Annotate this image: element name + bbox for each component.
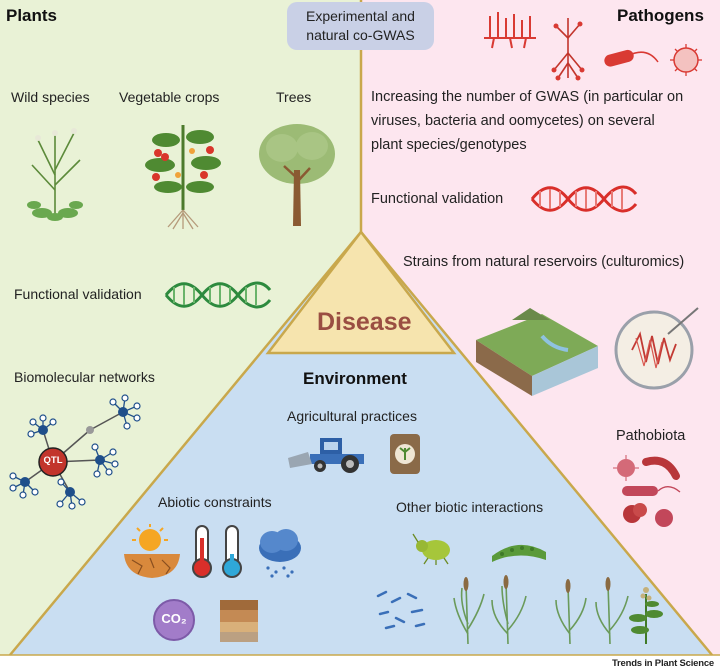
other-biotic-interactions-label: Other biotic interactions: [396, 499, 544, 515]
dna-red-icon: [530, 185, 638, 213]
strains-label: Strains from natural reservoirs (culturo…: [403, 254, 685, 270]
badge-line-2: natural co-GWAS: [306, 27, 415, 43]
biomolecular-networks-label: Biomolecular networks: [14, 369, 155, 385]
petri-dish-icon: [614, 307, 699, 390]
journal-footer: Trends in Plant Science: [611, 658, 714, 669]
agricultural-practices-label: Agricultural practices: [287, 408, 417, 424]
wild-plant-icon: [27, 128, 83, 221]
pathogens-text-line-3: plant species/genotypes: [371, 137, 527, 153]
tractor-icon: [288, 438, 364, 473]
abiotic-constraints-label: Abiotic constraints: [158, 494, 272, 510]
pathogens-title: Pathogens: [617, 6, 704, 25]
label-trees: Trees: [276, 89, 312, 105]
thermometers-icon: [192, 525, 242, 578]
pathogens-functional-validation: Functional validation: [371, 191, 504, 207]
drought-sun-icon: [124, 524, 180, 578]
cereal-plants-icon: [453, 575, 663, 645]
label-vegetable-crops: Vegetable crops: [119, 89, 220, 105]
storm-cloud-icon: [259, 529, 301, 578]
pathogen-organisms-icon: [484, 12, 702, 81]
badge-line-1: Experimental and: [306, 8, 415, 24]
soil-profile-icon: [220, 600, 258, 642]
disease-label: Disease: [317, 308, 412, 336]
fertilizer-bag-icon: [390, 434, 420, 474]
plants-functional-validation: Functional validation: [14, 286, 142, 302]
pathobiota-label: Pathobiota: [616, 428, 686, 444]
network-graph-icon: [9, 394, 141, 510]
label-wild-species: Wild species: [11, 89, 90, 105]
pathobiota-icon: [613, 455, 681, 527]
landscape-reservoir-icon: [476, 308, 598, 396]
qtl-label: QTL: [43, 455, 63, 466]
plants-title: Plants: [6, 6, 58, 25]
caterpillar-icon: [492, 544, 546, 562]
dna-green-icon: [164, 281, 272, 309]
qtl-node: [38, 447, 68, 477]
tree-icon: [259, 124, 335, 226]
aphid-icon: [412, 533, 450, 565]
co-gwas-badge: Experimental and natural co-GWAS: [287, 2, 434, 50]
disease-triangle: [265, 229, 457, 355]
vegetable-crop-icon: [145, 125, 221, 230]
pathogens-text-line-2: viruses, bacteria and oomycetes) on seve…: [371, 113, 655, 129]
pathogens-text-line-1: Increasing the number of GWAS (in partic…: [371, 89, 684, 105]
microbes-icon: [376, 590, 426, 630]
co2-label: CO₂: [161, 611, 187, 626]
co2-bubble-icon: [153, 599, 195, 641]
environment-title: Environment: [303, 369, 407, 388]
